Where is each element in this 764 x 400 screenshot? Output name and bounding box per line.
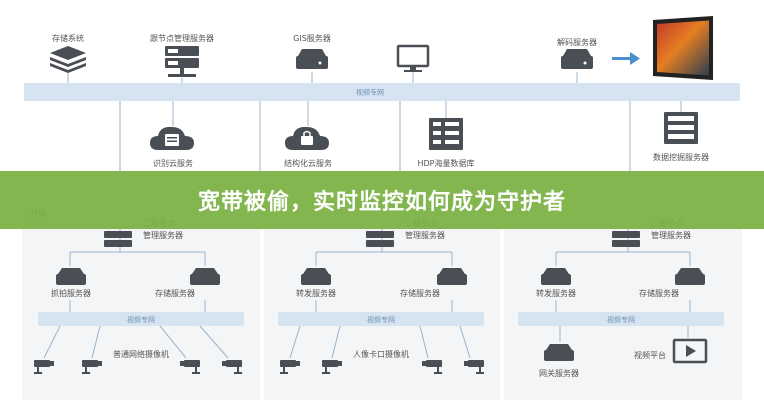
branch-2-storage-server-icon <box>437 268 467 285</box>
recognition-cloud-icon <box>150 126 194 150</box>
branch-1-mgmt-line2: 管理服务器 <box>143 230 183 240</box>
title-banner: 宽带被偷，实时监控如何成为守护者 <box>0 171 764 229</box>
gateway-server-label: 网关服务器 <box>539 368 579 378</box>
branch-2-bus <box>278 312 484 326</box>
gateway-server-icon <box>544 344 574 361</box>
branch-1-left-label: 抓拍服务器 <box>51 288 91 298</box>
gis-server-label: GIS服务器 <box>293 33 331 43</box>
monitor-icon <box>396 44 430 72</box>
capture-server-icon <box>56 268 86 285</box>
top-connectors <box>67 72 682 171</box>
branch-1-right-label: 存储服务器 <box>155 288 195 298</box>
branch-3-forward-server-icon <box>541 268 571 285</box>
branch-2-mgmt-server-icon <box>366 231 394 247</box>
forward-server-icon <box>301 268 331 285</box>
branch-1-bus <box>38 312 244 326</box>
structured-cloud-label: 结构化云服务 <box>284 158 332 168</box>
recognition-cloud-label: 识别云服务 <box>153 158 193 168</box>
top-bus-label: 视频专网 <box>356 88 384 97</box>
branch-2-mgmt-line2: 管理服务器 <box>405 230 445 240</box>
hdp-database-label: HDP海量数据库 <box>418 158 475 168</box>
camera-icon <box>422 360 442 374</box>
camera-icon <box>34 360 54 374</box>
gis-server-icon <box>296 49 328 69</box>
edge-mgmt-server-icon <box>165 46 199 77</box>
branch-1-cams-label: 普通网络摄像机 <box>113 349 169 359</box>
branch-2-bus-label: 视频专网 <box>367 315 395 324</box>
camera-icon <box>222 360 242 374</box>
branch-3-mgmt-line2: 管理服务器 <box>651 230 691 240</box>
camera-icon <box>82 360 102 374</box>
data-mining-server-label: 数据挖掘服务器 <box>653 152 709 162</box>
branch-panels <box>22 204 742 400</box>
branch-1-mgmt-server-icon <box>104 231 132 247</box>
decoder-server-label: 解码服务器 <box>557 37 597 47</box>
branch-2-cams-label: 人像卡口摄像机 <box>353 349 409 359</box>
decoder-server-icon <box>561 49 593 69</box>
arrow-right-icon <box>612 52 640 65</box>
database-server-icon <box>429 118 463 150</box>
camera-icon <box>180 360 200 374</box>
branch-2-left-label: 转发服务器 <box>296 288 336 298</box>
branch-1-cameras <box>34 360 242 374</box>
video-platform-icon <box>672 338 708 364</box>
storage-system-icon <box>50 46 86 73</box>
branch-3-mgmt-server-icon <box>612 231 640 247</box>
banner-title: 宽带被偷，实时监控如何成为守护者 <box>197 190 566 215</box>
display-screen-icon <box>653 16 713 80</box>
camera-icon <box>322 360 342 374</box>
branch-1-connectors <box>43 229 229 359</box>
branch-3-bus-label: 视频专网 <box>607 315 635 324</box>
video-platform-label: 视频平台 <box>634 350 666 360</box>
data-mining-server-icon <box>664 112 698 144</box>
branch-2-cameras <box>280 360 484 374</box>
branch-1-storage-server-icon <box>190 268 220 285</box>
storage-system-label: 存储系统 <box>52 33 84 43</box>
branch-3-bus <box>518 312 724 326</box>
branch-3-storage-server-icon <box>675 268 705 285</box>
branch-1-bus-label: 视频专网 <box>127 315 155 324</box>
branch-2-connectors <box>289 229 471 359</box>
camera-icon <box>280 360 300 374</box>
branch-panel-1 <box>22 204 260 400</box>
branch-3-connectors <box>555 229 691 342</box>
edge-mgmt-server-label: 跟节点管理服务器 <box>150 33 214 43</box>
branch-3-right-label: 存储服务器 <box>639 288 679 298</box>
branch-3-left-label: 转发服务器 <box>536 288 576 298</box>
branch-2-right-label: 存储服务器 <box>400 288 440 298</box>
structured-cloud-icon <box>285 126 329 150</box>
top-video-network-bus <box>24 83 740 101</box>
camera-icon <box>464 360 484 374</box>
